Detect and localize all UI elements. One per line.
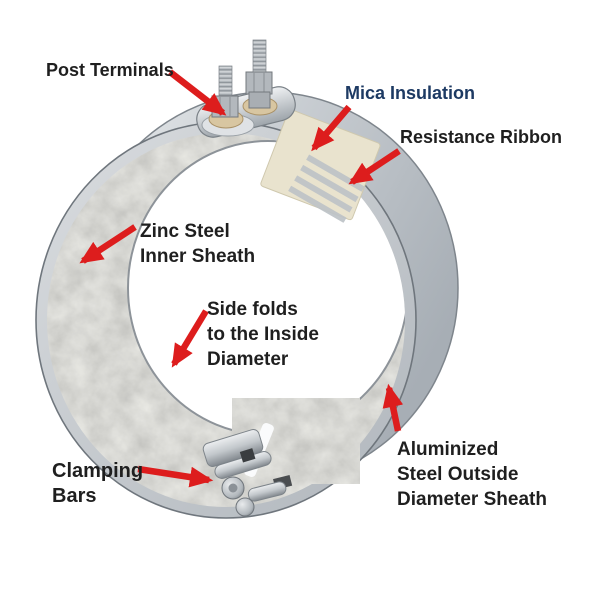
aluminized-label-line3: Diameter Sheath <box>397 489 547 510</box>
clamping-assembly <box>202 402 354 517</box>
resistance-ribbon-arrow-icon <box>348 148 401 185</box>
side-folds-arrow-icon <box>171 309 209 368</box>
ribbon-stripe <box>294 175 355 214</box>
clamp-fastener-dark <box>239 448 256 463</box>
clamping-bars-label: Clamping Bars <box>52 460 143 507</box>
terminal-nut-right-lower <box>248 91 271 109</box>
zinc-steel-arrow-icon <box>79 224 137 264</box>
post-terminals-arrow-icon <box>168 69 227 116</box>
clamp-screw-head-2 <box>235 497 255 517</box>
clamping-bars-label-line1: Clamping <box>52 460 143 482</box>
terminal-nut-right-upper <box>245 71 273 95</box>
aluminized-arrow-icon <box>382 383 404 432</box>
callout-arrows <box>79 69 404 488</box>
aluminized-label-line1: Aluminized <box>397 439 498 460</box>
zinc-steel-label-line2: Inner Sheath <box>140 246 255 267</box>
ribbon-stripe <box>300 164 361 204</box>
clamp-bar-lower <box>214 451 272 479</box>
side-folds-label-line3: Diameter <box>207 349 289 370</box>
clamp-screw-shank <box>247 481 287 502</box>
mica-insulation-label: Mica Insulation <box>345 83 475 103</box>
side-folds-label-line1: Side folds <box>207 299 298 320</box>
clamping-bars-label-line2: Bars <box>52 485 96 507</box>
clamping-bars-arrow-icon <box>137 465 214 488</box>
resistance-ribbon-label: Resistance Ribbon <box>400 127 562 147</box>
clamp-screw-socket <box>228 483 238 493</box>
mica-insulation-arrow-icon <box>311 104 352 152</box>
post-terminals-label: Post Terminals <box>46 60 174 80</box>
zinc-steel-label: Zinc Steel Inner Sheath <box>140 221 255 267</box>
side-folds-label-line2: to the Inside <box>207 324 319 345</box>
side-folds-label: Side folds to the Inside Diameter <box>207 299 319 370</box>
zinc-steel-label-line1: Zinc Steel <box>140 221 230 242</box>
ribbon-stripe <box>288 185 349 224</box>
aluminized-label: Aluminized Steel Outside Diameter Sheath <box>397 439 547 510</box>
aluminized-label-line2: Steel Outside <box>397 464 518 485</box>
